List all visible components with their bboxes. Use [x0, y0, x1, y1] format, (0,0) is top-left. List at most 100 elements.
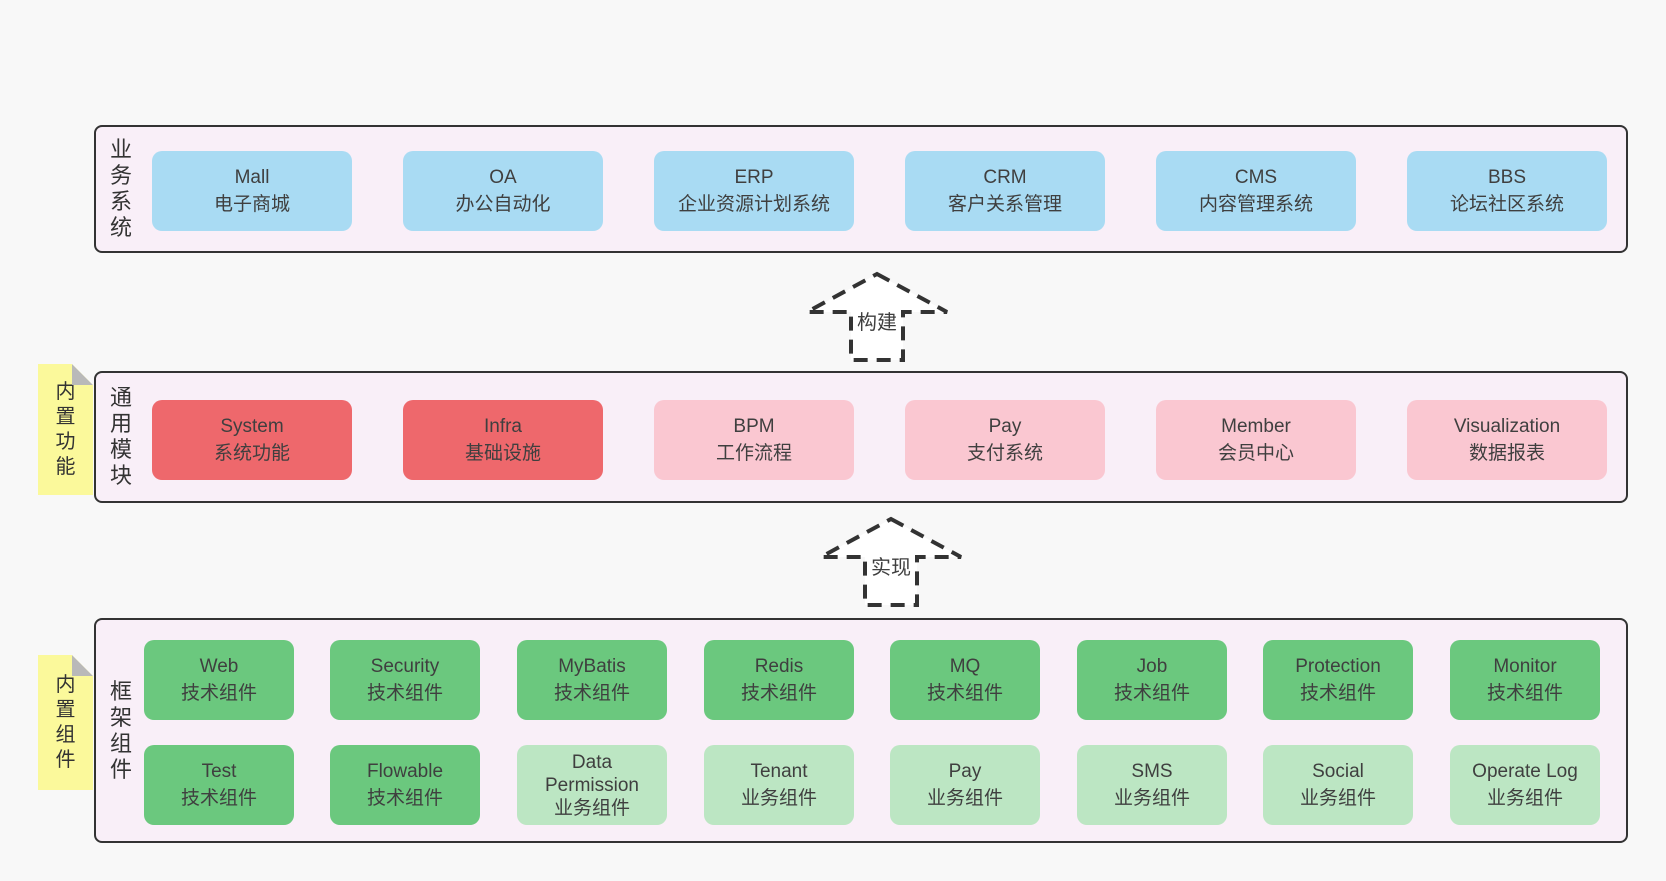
box-line-en: Pay [988, 416, 1022, 437]
box-monitor: Monitor 技术组件 [1450, 640, 1600, 720]
build-arrow-label: 构建 [853, 311, 901, 335]
box-protection: Protection 技术组件 [1263, 640, 1413, 720]
box-line-en: Member [1221, 416, 1291, 437]
layer-title-text: 框架组件 [109, 678, 132, 782]
box-line-zh: 系统功能 [213, 443, 290, 464]
box-line-en: Redis [754, 656, 804, 677]
sticky-text: 内置组件 [55, 673, 76, 771]
box-line-zh: 业务组件 [926, 788, 1003, 809]
layer-business-systems: 业务系统 Mall 电子商城 OA 办公自动化 ERP 企业资源计划系统 CRM… [94, 125, 1628, 253]
box-line-zh: 技术组件 [553, 683, 630, 704]
box-mall: Mall 电子商城 [152, 151, 352, 231]
box-line-en: Job [1136, 656, 1168, 677]
box-line-zh: 工作流程 [715, 443, 792, 464]
box-line-zh: 业务组件 [740, 788, 817, 809]
box-line-en: Web [199, 656, 239, 677]
box-line-zh: 办公自动化 [455, 194, 551, 215]
box-oa: OA 办公自动化 [403, 151, 603, 231]
box-line-zh: 技术组件 [180, 788, 257, 809]
box-line-zh: 业务组件 [553, 797, 630, 819]
layer-title-text: 业务系统 [109, 137, 132, 240]
box-flowable: Flowable 技术组件 [330, 745, 480, 825]
box-operate-log: Operate Log 业务组件 [1450, 745, 1600, 825]
box-line-zh: 支付系统 [966, 443, 1043, 464]
box-line-en: Social [1312, 761, 1364, 782]
box-sms: SMS 业务组件 [1077, 745, 1227, 825]
box-line-en: Monitor [1493, 656, 1557, 677]
layer-title-business-systems: 业务系统 [100, 127, 142, 251]
box-line-zh: 内容管理系统 [1198, 194, 1313, 215]
box-redis: Redis 技术组件 [704, 640, 854, 720]
box-cms: CMS 内容管理系统 [1156, 151, 1356, 231]
box-line-zh: 技术组件 [1113, 683, 1190, 704]
box-line-en: SMS [1131, 761, 1173, 782]
implement-arrow-label: 实现 [867, 556, 915, 580]
box-bpm: BPM 工作流程 [654, 400, 854, 480]
box-line-zh: 论坛社区系统 [1449, 194, 1564, 215]
sticky-fold-corner-icon [72, 655, 93, 676]
layer-title-text: 通用模块 [109, 385, 132, 488]
layer-title-framework-components: 框架组件 [100, 620, 142, 841]
box-mq: MQ 技术组件 [890, 640, 1040, 720]
box-line-en: Operate Log [1472, 761, 1578, 782]
box-line-en: Visualization [1453, 416, 1561, 437]
box-line-zh: 电子商城 [213, 194, 290, 215]
box-infra: Infra 基础设施 [403, 400, 603, 480]
layer-framework-components: 框架组件 Web 技术组件 Security 技术组件 MyBatis 技术组件… [94, 618, 1628, 843]
box-line-en: Protection [1295, 656, 1381, 677]
box-pay-module: Pay 支付系统 [905, 400, 1105, 480]
box-line-zh: 会员中心 [1217, 443, 1294, 464]
box-line-en: Tenant [750, 761, 808, 782]
box-mybatis: MyBatis 技术组件 [517, 640, 667, 720]
box-line-zh: 技术组件 [740, 683, 817, 704]
box-tenant: Tenant 业务组件 [704, 745, 854, 825]
box-member: Member 会员中心 [1156, 400, 1356, 480]
box-line-en: System [220, 416, 284, 437]
sticky-built-in-components: 内置组件 [38, 655, 93, 790]
box-web: Web 技术组件 [144, 640, 294, 720]
box-line-zh: 技术组件 [366, 788, 443, 809]
box-line-en: Security [370, 656, 440, 677]
sticky-fold-corner-icon [72, 364, 93, 385]
box-line-en: Permission [545, 774, 639, 796]
box-line-en: Flowable [366, 761, 444, 782]
layer-title-common-modules: 通用模块 [100, 373, 142, 501]
box-bbs: BBS 论坛社区系统 [1407, 151, 1607, 231]
box-line-zh: 客户关系管理 [947, 194, 1062, 215]
box-test: Test 技术组件 [144, 745, 294, 825]
layer-common-modules: 通用模块 System 系统功能 Infra 基础设施 BPM 工作流程 Pay… [94, 371, 1628, 503]
box-line-zh: 数据报表 [1468, 443, 1545, 464]
box-line-zh: 企业资源计划系统 [677, 194, 830, 215]
box-line-zh: 技术组件 [1486, 683, 1563, 704]
box-line-en: Test [201, 761, 237, 782]
box-line-en: Infra [483, 416, 523, 437]
box-line-zh: 技术组件 [926, 683, 1003, 704]
box-line-zh: 业务组件 [1299, 788, 1376, 809]
box-line-en: BPM [733, 416, 775, 437]
box-line-zh: 基础设施 [464, 443, 541, 464]
box-line-en: OA [489, 167, 517, 188]
box-line-en: Mall [234, 167, 270, 188]
box-crm: CRM 客户关系管理 [905, 151, 1105, 231]
box-line-en: MQ [949, 656, 981, 677]
box-line-en: Pay [948, 761, 982, 782]
box-pay-component: Pay 业务组件 [890, 745, 1040, 825]
sticky-text: 内置功能 [55, 380, 76, 478]
box-line-zh: 技术组件 [180, 683, 257, 704]
box-visualization: Visualization 数据报表 [1407, 400, 1607, 480]
box-line-en: ERP [734, 167, 774, 188]
sticky-built-in-features: 内置功能 [38, 364, 93, 495]
box-erp: ERP 企业资源计划系统 [654, 151, 854, 231]
box-social: Social 业务组件 [1263, 745, 1413, 825]
box-security: Security 技术组件 [330, 640, 480, 720]
box-job: Job 技术组件 [1077, 640, 1227, 720]
box-line-zh: 业务组件 [1113, 788, 1190, 809]
box-line-zh: 业务组件 [1486, 788, 1563, 809]
box-line-en: BBS [1487, 167, 1527, 188]
box-line-en: Data [571, 751, 613, 773]
box-system: System 系统功能 [152, 400, 352, 480]
box-data-permission: Data Permission 业务组件 [517, 745, 667, 825]
box-line-en: MyBatis [558, 656, 626, 677]
box-line-en: CMS [1234, 167, 1278, 188]
